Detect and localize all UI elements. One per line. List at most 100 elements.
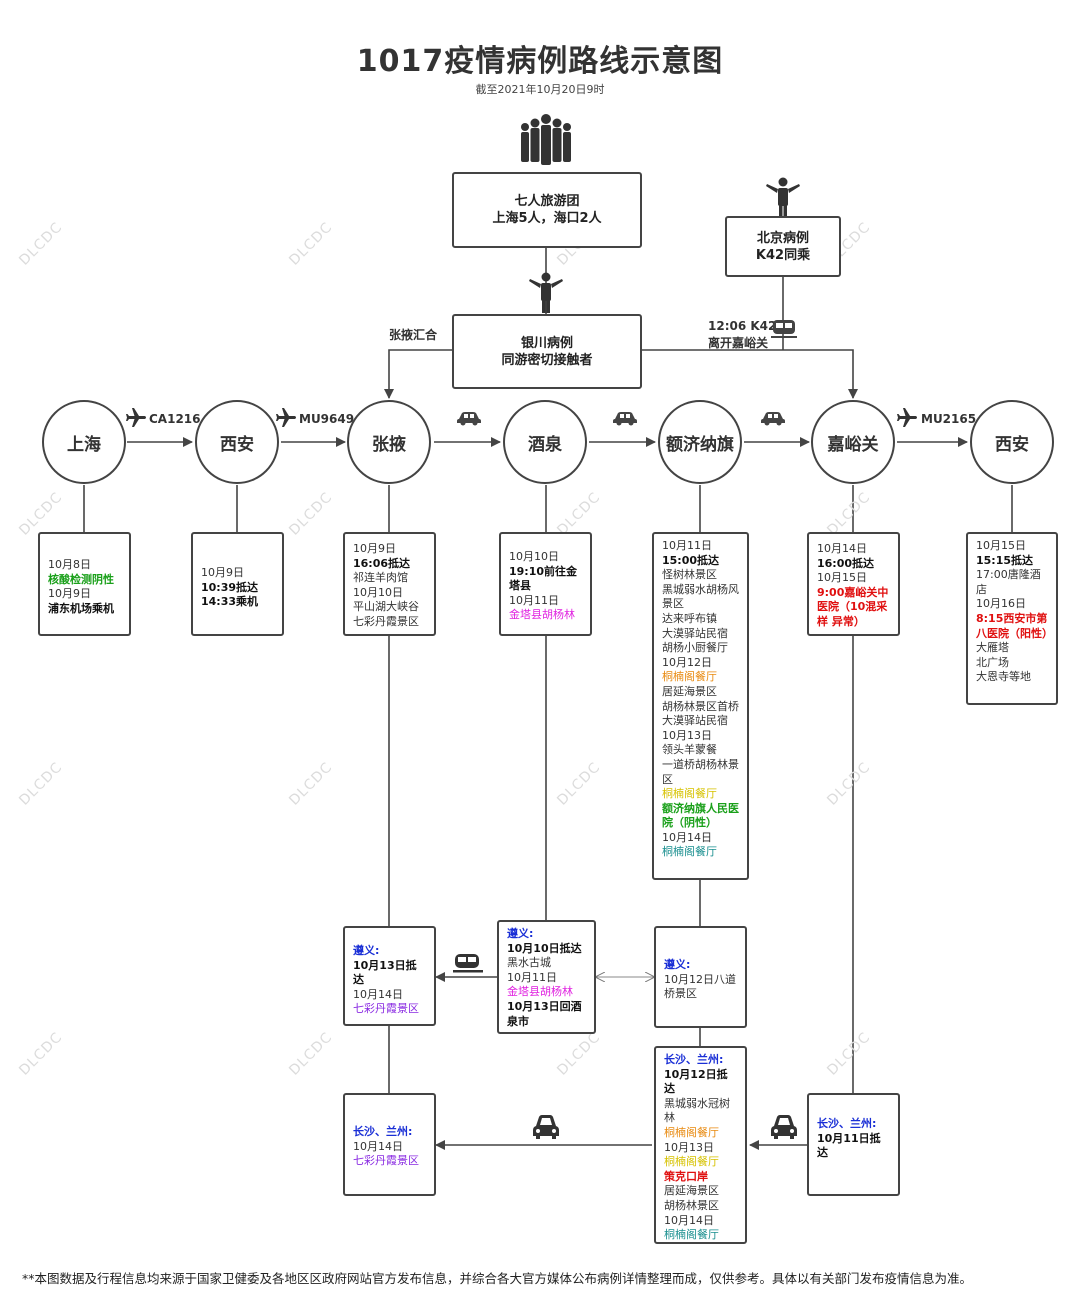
- detail-line: 七彩丹霞景区: [353, 1154, 419, 1168]
- flight-mu2165-label: MU2165: [921, 412, 977, 426]
- detail-line: 10月14日: [353, 987, 403, 1001]
- changsha-box-right: 长沙、兰州:10月11日抵达: [807, 1093, 900, 1196]
- detail-line: 10月12日: [662, 655, 712, 669]
- detail-line: 10月9日: [201, 566, 244, 579]
- city-node-ejina: 额济纳旗: [658, 400, 742, 484]
- detail-line: 遵义:: [353, 944, 380, 957]
- train-time-label: 12:06 K42: [708, 319, 777, 333]
- detail-line: 祁连羊肉馆: [353, 571, 408, 585]
- group-people-icon: [521, 114, 571, 165]
- detail-line: 桐楠阁餐厅: [662, 670, 717, 684]
- detail-line: 黑城弱水冠树林: [664, 1096, 730, 1125]
- detail-line: 胡杨林景区首桥: [662, 699, 739, 713]
- train-icon: [771, 320, 797, 338]
- tour-group-box: 七人旅游团 上海5人，海口2人: [452, 172, 642, 248]
- detail-line: 遵义:: [664, 958, 691, 971]
- detail-line: 金塔县胡杨林: [507, 985, 573, 999]
- plane-icon: [276, 408, 296, 427]
- detail-line: 15:00抵达: [662, 553, 720, 567]
- detail-line: 七彩丹霞景区: [353, 614, 419, 628]
- detail-line: 七彩丹霞景区: [353, 1002, 419, 1016]
- detail-line: 10月9日: [48, 587, 91, 601]
- city-node-xian-2: 西安: [970, 400, 1054, 484]
- yinchuan-case-box: 银川病例 同游密切接触者: [452, 314, 642, 389]
- detail-line: 额济纳旗人民医院（阴性）: [662, 801, 739, 830]
- detail-line: 10月11日: [509, 593, 559, 607]
- detail-line: 浦东机场乘机: [48, 601, 114, 615]
- page-title: 1017疫情病例路线示意图: [356, 44, 724, 79]
- person-icon: [529, 272, 563, 313]
- zhangye-merge-label: 张掖汇合: [389, 328, 438, 342]
- car-icon: [771, 1115, 797, 1139]
- detail-line: 10月13日回酒泉市: [507, 999, 582, 1028]
- detail-line: 桐楠阁餐厅: [664, 1155, 719, 1169]
- zunyi-box-right: 遵义:10月12日八道桥景区: [654, 926, 747, 1028]
- detail-line: 10月9日: [353, 542, 396, 555]
- page-subtitle: 截至2021年10月20日9时: [475, 83, 605, 96]
- train-leave-label: 离开嘉峪关: [708, 336, 769, 350]
- train-icon: [453, 954, 483, 973]
- detail-line: 金塔县胡杨林: [509, 608, 575, 622]
- tour-group-line1: 七人旅游团: [514, 194, 580, 209]
- detail-line: 遵义:: [507, 927, 534, 940]
- plane-icon: [897, 408, 917, 427]
- detail-line: 10月15日: [817, 571, 867, 585]
- flight-ca1216-label: CA1216: [149, 412, 201, 426]
- detail-line: 17:00唐隆酒店: [976, 568, 1041, 596]
- detail-line: 怪树林景区: [662, 568, 717, 582]
- detail-line: 10月10日抵达: [507, 941, 582, 955]
- detail-line: 10月11日: [662, 539, 712, 552]
- detail-line: 14:33乘机: [201, 595, 259, 609]
- detail-line: 10月8日: [48, 558, 91, 571]
- beijing-case-box: 北京病例 K42同乘: [725, 216, 841, 277]
- detail-line: 一道桥胡杨林景区: [662, 757, 739, 786]
- detail-line: 15:15抵达: [976, 553, 1034, 567]
- car-icon: [613, 412, 637, 426]
- detail-line: 长沙、兰州:: [817, 1117, 877, 1130]
- detail-line: 10月10日: [509, 550, 559, 563]
- detail-line: 9:00嘉峪关中医院（10混采样 异常）: [817, 585, 889, 628]
- detail-line: 10月12日八道桥景区: [664, 972, 736, 1001]
- car-icon: [533, 1115, 559, 1139]
- city-node-xian: 西安: [195, 400, 279, 484]
- detail-line: 8:15西安市第八医院（阳性）: [976, 611, 1053, 640]
- changsha-box-left: 长沙、兰州:10月14日七彩丹霞景区: [343, 1093, 436, 1196]
- detail-line: 10月10日: [353, 585, 403, 599]
- detail-line: 核酸检测阴性: [48, 572, 114, 586]
- footer-disclaimer: **本图数据及行程信息均来源于国家卫健委及各地区区政府网站官方发布信息，并综合各…: [22, 1271, 973, 1286]
- person-icon: [766, 177, 800, 218]
- yinchuan-case-line2: 同游密切接触者: [501, 352, 593, 368]
- detail-line: 10月13日: [662, 728, 712, 742]
- detail-line: 长沙、兰州:: [353, 1125, 413, 1138]
- detail-line: 桐楠阁餐厅: [662, 845, 717, 859]
- detail-line: 10月15日: [976, 539, 1026, 552]
- detail-line: 10月14日: [662, 830, 712, 844]
- detail-line: 胡杨小厨餐厅: [662, 641, 728, 655]
- detail-line: 大漠驿站民宿: [662, 626, 728, 640]
- detail-line: 10月11日: [507, 970, 557, 984]
- detail-line: 平山湖大峡谷: [353, 600, 419, 614]
- detail-line: 居延海景区: [662, 684, 717, 698]
- city-node-shanghai: 上海: [42, 400, 126, 484]
- detail-line: 19:10前往金塔县: [509, 564, 578, 593]
- detail-line: 桐楠阁餐厅: [664, 1125, 719, 1139]
- beijing-case-line2: K42同乘: [755, 247, 811, 263]
- detail-line: 大雁塔: [976, 641, 1009, 655]
- detail-line: 大恩寺等地: [976, 670, 1031, 684]
- detail-line: 策克口岸: [664, 1169, 708, 1183]
- detail-line: 10月14日: [353, 1139, 403, 1153]
- plane-icon: [126, 408, 146, 427]
- yinchuan-case-line1: 银川病例: [520, 335, 573, 351]
- detail-line: 桐楠阁餐厅: [664, 1228, 719, 1242]
- detail-line: 领头羊蒙餐: [662, 743, 717, 757]
- detail-line: 桐楠阁餐厅: [662, 787, 717, 801]
